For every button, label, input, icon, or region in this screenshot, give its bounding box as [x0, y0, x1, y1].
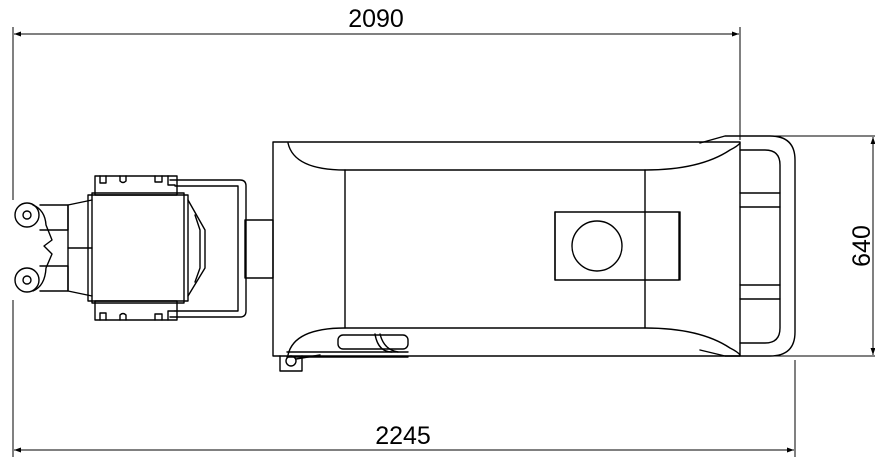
caster-wheel-top-icon [14, 202, 40, 228]
seat-cover [554, 211, 681, 281]
dimension-top: 2090 [12, 5, 741, 200]
machine-body [272, 141, 741, 357]
dimension-right-label: 640 [848, 225, 875, 267]
dimension-top-label: 2090 [348, 5, 404, 33]
steering-wheel-icon [571, 220, 623, 272]
connector-neck [244, 219, 274, 279]
side-step [279, 333, 409, 372]
dimension-right: 640 [740, 135, 875, 357]
rear-bumper [699, 135, 796, 357]
caster-axle-bottom-icon [22, 275, 32, 285]
front-frame [67, 175, 247, 321]
caster-axle-top-icon [22, 210, 32, 220]
hinge-icon [285, 355, 297, 367]
front-casters [14, 202, 69, 293]
dimension-bottom-label: 2245 [375, 422, 431, 450]
caster-wheel-bottom-icon [14, 267, 40, 293]
dimension-bottom: 2245 [12, 300, 796, 457]
